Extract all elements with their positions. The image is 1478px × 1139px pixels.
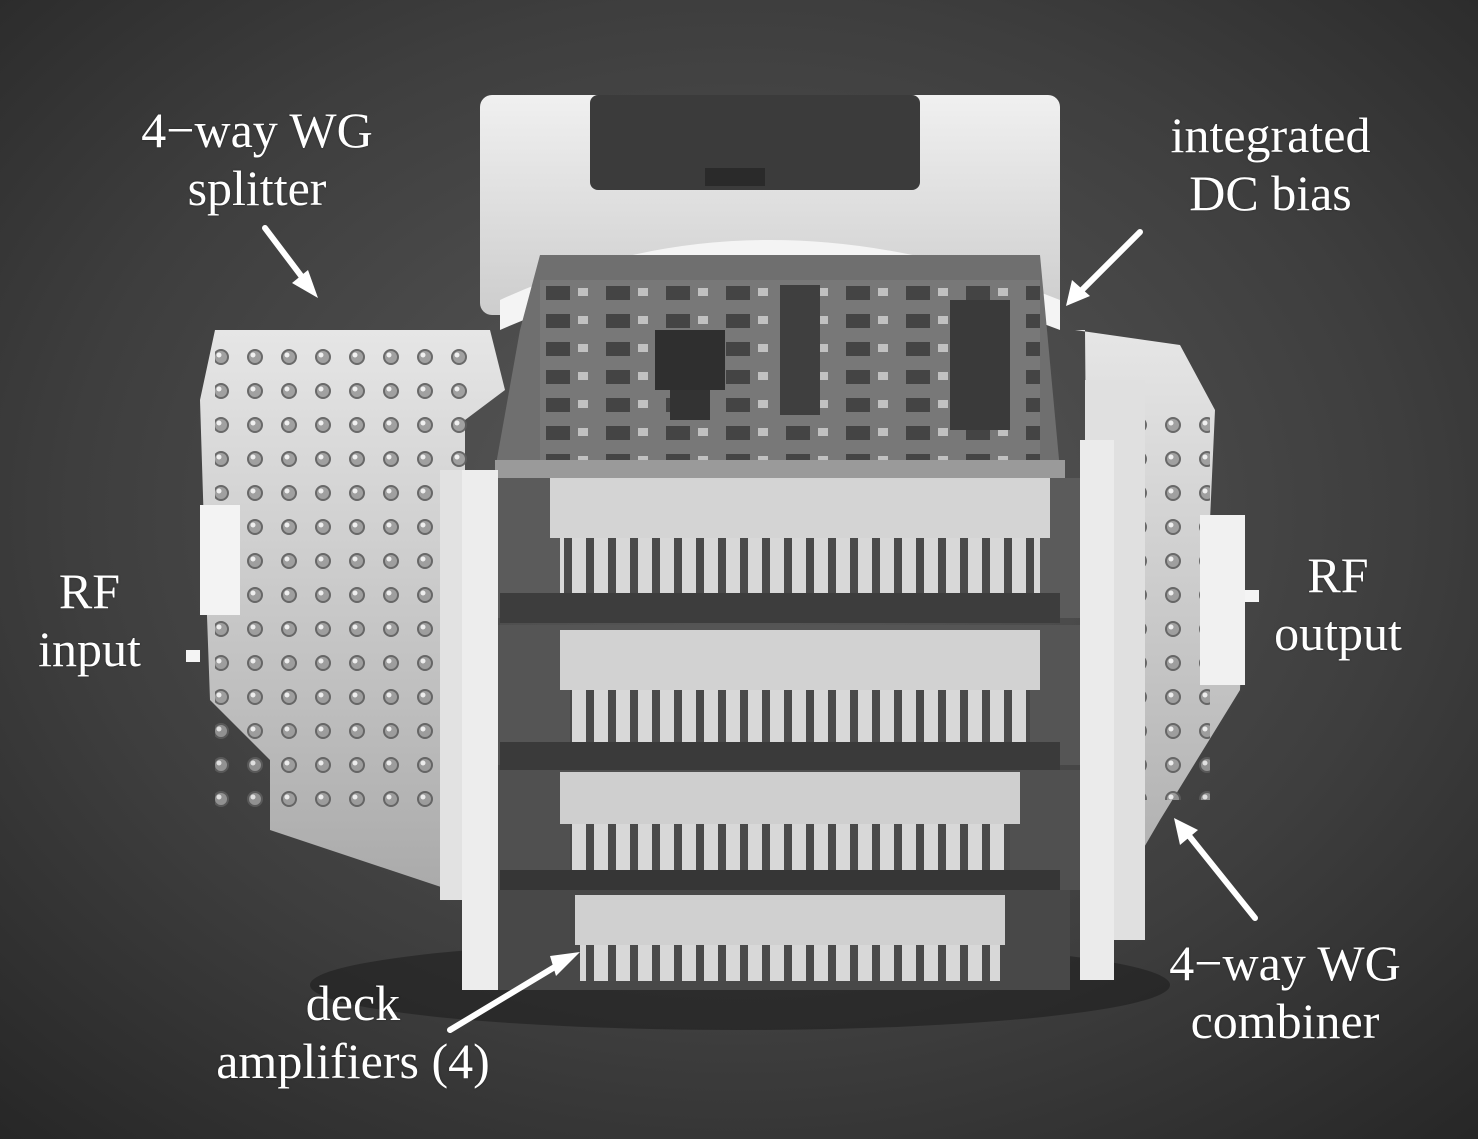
rf-output-label-line2: output: [1274, 605, 1402, 661]
fan-housing: [590, 95, 920, 190]
deck-amps-arrowhead: [550, 952, 580, 976]
deck-amplifier-3: [470, 770, 1090, 896]
rf-input-label: RF input: [22, 562, 157, 678]
combiner-label-line1: 4−way WG: [1169, 935, 1401, 991]
right-side-plate: [1080, 440, 1114, 980]
dc-bias-pcb: [495, 255, 1065, 478]
splitter-arrow: [262, 225, 311, 288]
combiner-arrow: [1183, 829, 1258, 921]
dc-bias-label: integrated DC bias: [1148, 106, 1393, 222]
fan-label: [705, 168, 765, 186]
combiner-label: 4−way WG combiner: [1140, 934, 1430, 1050]
splitter-arrowhead: [292, 270, 318, 298]
splitter-label: 4−way WG splitter: [118, 101, 396, 217]
dc-bias-arrowhead: [1066, 280, 1090, 306]
rf-output-label: RF output: [1258, 546, 1418, 662]
deck-amplifier-2: [470, 625, 1090, 770]
combiner-arrowhead: [1174, 818, 1198, 845]
dc-bias-label-line2: DC bias: [1189, 165, 1352, 221]
rf-input-label-line2: input: [38, 621, 141, 677]
deck-amps-label-line2: amplifiers (4): [216, 1033, 490, 1089]
dc-bias-label-line1: integrated: [1170, 107, 1371, 163]
rf-input-pin: [186, 650, 200, 662]
rf-output-pin: [1245, 590, 1259, 602]
deck-amps-label-line1: deck: [305, 975, 401, 1031]
dc-bias-arrow: [1077, 229, 1143, 295]
rf-input-label-line1: RF: [58, 563, 121, 619]
deck-amplifier-1: [470, 478, 1090, 623]
rf-output-label-line1: RF: [1307, 547, 1369, 603]
deck-amplifier-4: [480, 890, 1070, 990]
left-side-plate: [462, 470, 498, 990]
deck-amps-arrow: [447, 959, 566, 1033]
wg-splitter-body: [200, 330, 505, 900]
splitter-label-line2: splitter: [187, 160, 327, 216]
splitter-label-line1: 4−way WG: [141, 102, 373, 158]
combiner-label-line2: combiner: [1190, 993, 1380, 1049]
deck-amps-label: deck amplifiers (4): [188, 974, 518, 1090]
